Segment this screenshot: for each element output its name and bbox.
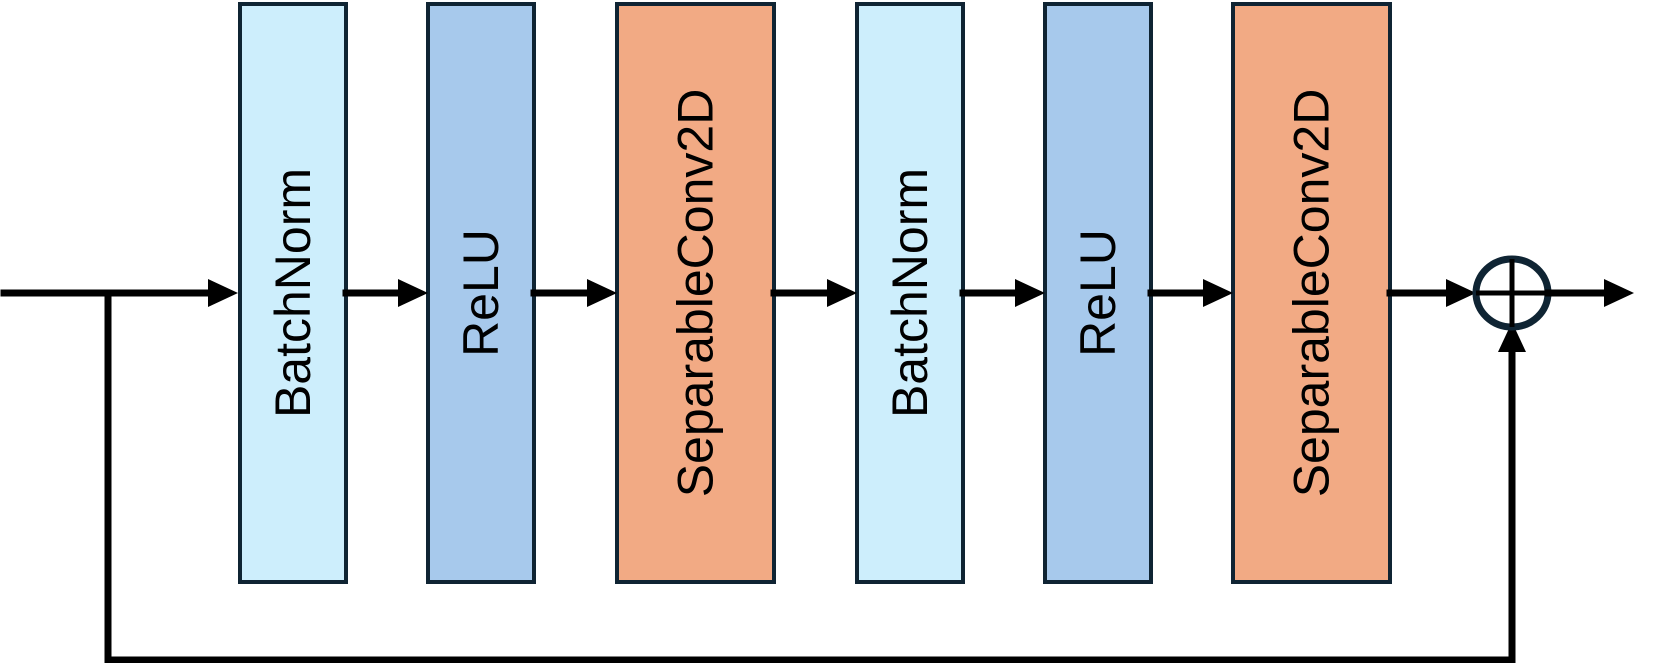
batchnorm-2-block: BatchNorm [855,2,965,584]
arrow-right-icon [1015,279,1045,307]
relu-2-label: ReLU [1070,229,1126,357]
batchnorm-2-rect [855,2,965,584]
batchnorm-1-label: BatchNorm [265,168,321,418]
relu-1-block: ReLU [426,2,536,584]
relu-2-block: ReLU [1043,2,1153,584]
layer-sequence: BatchNorm ReLU SeparableConv2D BatchNorm ReL… [238,2,1392,584]
separableconv2d-2-block: SeparableConv2D [1231,2,1392,584]
arrow-right-icon [587,279,617,307]
circle-plus-icon [1472,255,1552,331]
separableconv2d-1-rect [615,2,776,584]
arrow-right-icon [208,279,238,307]
relu-1-label: ReLU [453,229,509,357]
arrow-right-icon [827,279,857,307]
batchnorm-1-block: BatchNorm [238,2,348,584]
batchnorm-1-rect [238,2,348,584]
separableconv2d-2-rect [1231,2,1392,584]
separableconv2d-1-block: SeparableConv2D [615,2,776,584]
skip-connection-wire [104,289,1516,663]
arrow-right-icon [1203,279,1233,307]
batchnorm-2-label: BatchNorm [882,168,938,418]
separableconv2d-1-label: SeparableConv2D [668,89,724,498]
arrow-right-icon [398,279,428,307]
connection-wires [342,279,1476,307]
separableconv2d-2-label: SeparableConv2D [1284,89,1340,498]
arrow-up-icon [1498,322,1526,352]
arrow-right-icon [1604,279,1634,307]
arrow-right-icon [1446,279,1476,307]
relu-2-rect [1043,2,1153,584]
